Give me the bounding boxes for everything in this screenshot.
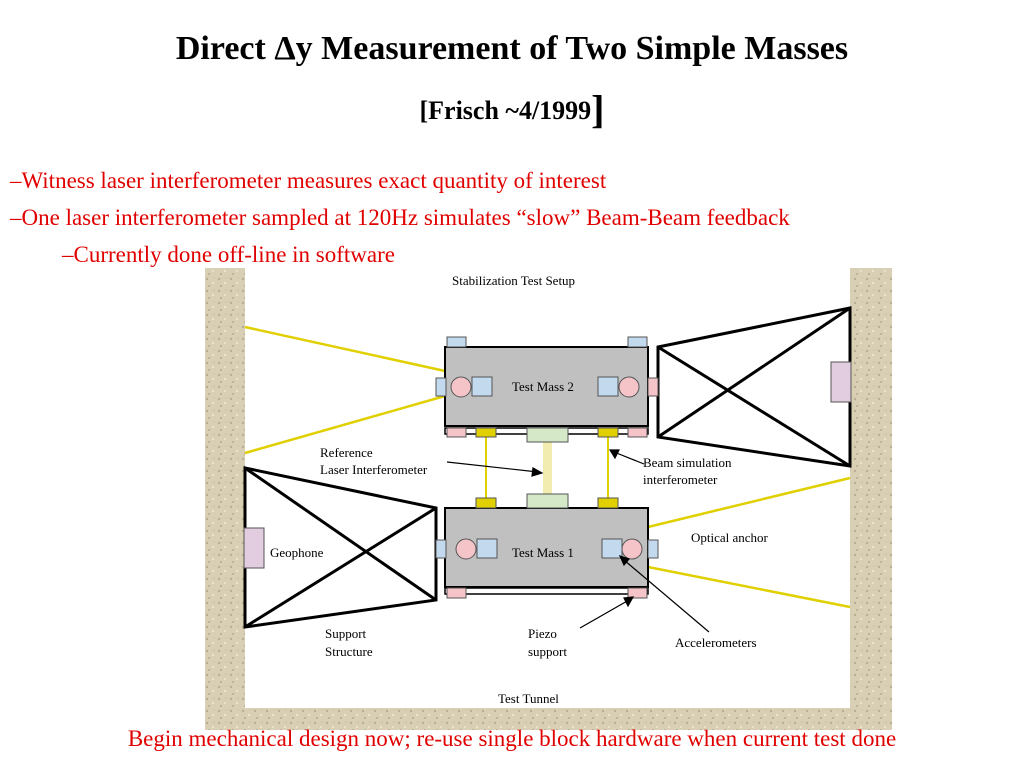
geophone-left [243,527,265,569]
label-accelerometers: Accelerometers [675,635,757,650]
footer-note: Begin mechanical design now; re-use sing… [127,726,897,751]
label-beam-sim-line1: Beam simulation [643,455,732,470]
label-test-mass-1: Test Mass 1 [512,545,574,560]
bullet-1: –Witness laser interferometer measures e… [10,168,607,193]
bullet-3: –Currently done off-line in software [62,242,395,267]
label-beam-sim-line2: interferometer [643,472,718,487]
test-mass-1 [435,493,659,599]
label-reference-line2: Laser Interferometer [320,462,428,477]
label-support-line2: Structure [325,644,373,659]
label-geophone: Geophone [270,545,324,560]
pointer-arrows [446,449,710,633]
label-piezo-line1: Piezo [528,626,557,641]
geophone-right [830,361,852,403]
delta-symbol: Δ [274,30,296,67]
label-reference-line1: Reference [320,445,373,460]
slide-title: Direct Δy Measurement of Two Simple Mass… [175,30,849,67]
diagram-title: Stabilization Test Setup [452,273,575,288]
slide-subtitle: [Frisch ~4/1999] [419,87,605,132]
label-test-tunnel: Test Tunnel [498,691,559,706]
bullet-2: –One laser interferometer sampled at 120… [10,205,790,230]
laser-lines [244,325,851,609]
test-mass-2 [435,336,659,443]
label-optical-anchor: Optical anchor [691,530,769,545]
label-piezo-line2: support [528,644,567,659]
label-test-mass-2: Test Mass 2 [512,379,574,394]
label-support-line1: Support [325,626,367,641]
tunnel-walls [205,268,892,730]
support-structure-right [656,306,852,468]
support-structure-left [243,466,438,629]
reference-beam [543,441,552,494]
